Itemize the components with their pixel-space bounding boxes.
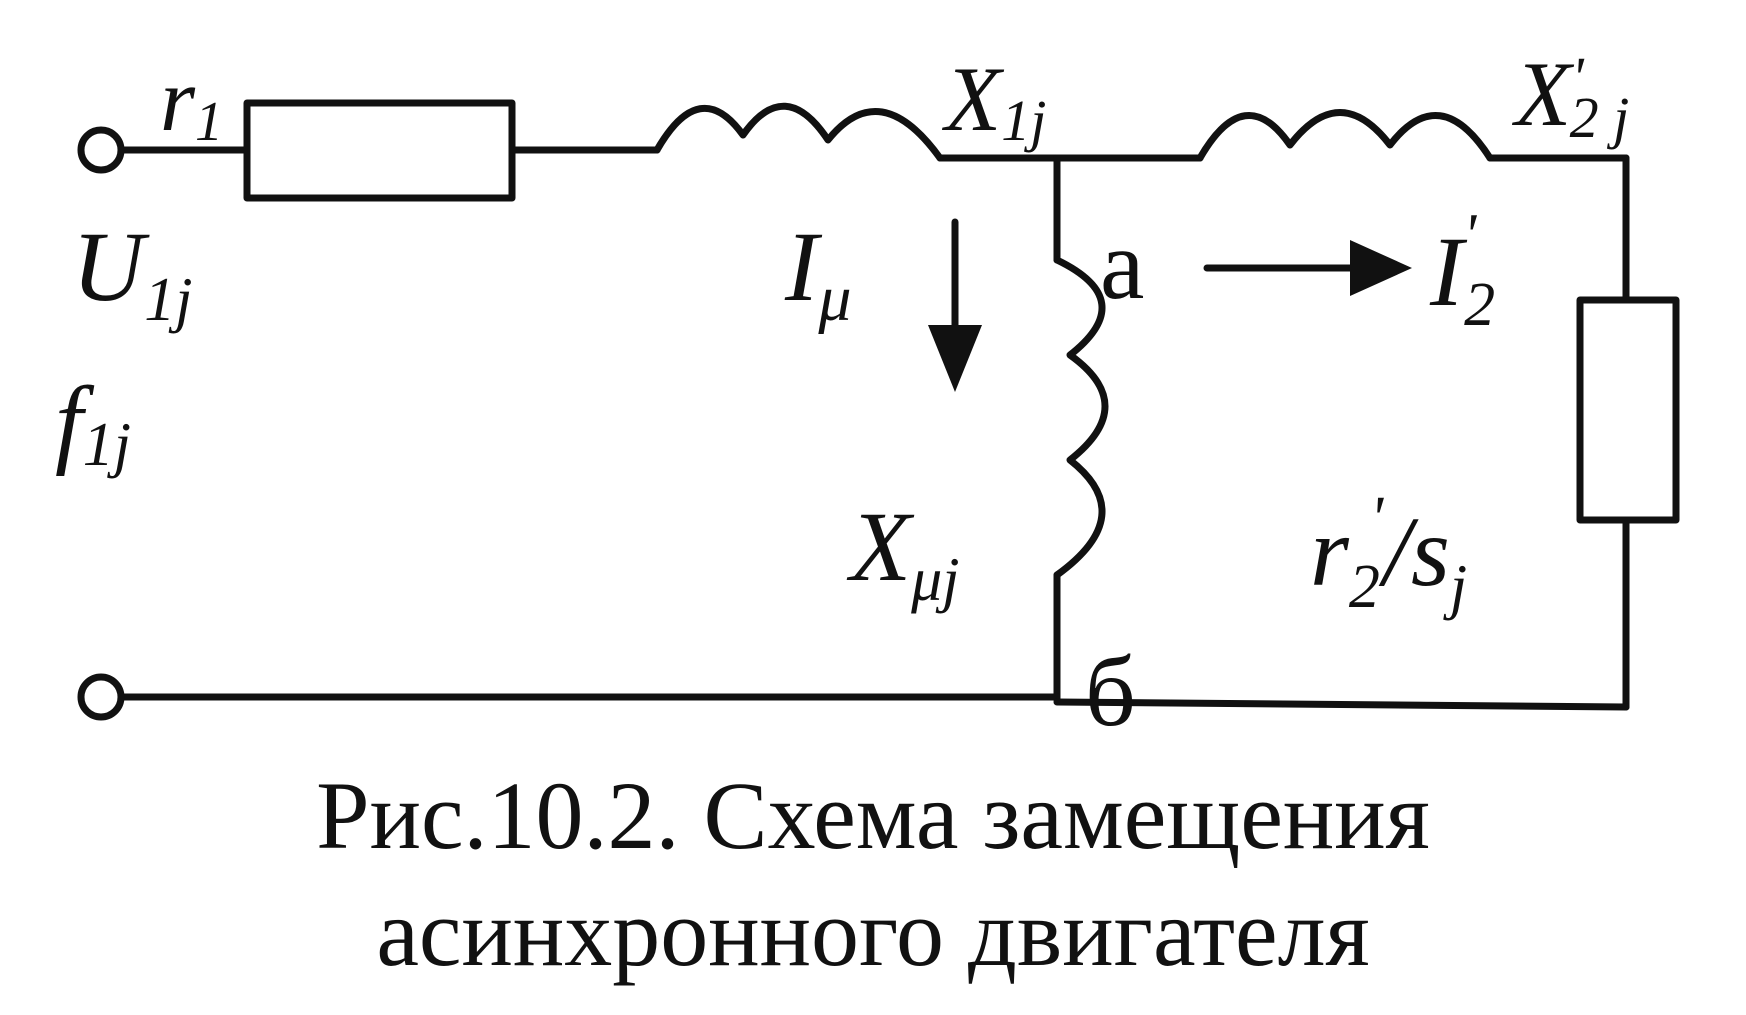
label-u1j: U1j <box>72 211 192 334</box>
label-r1: r1 <box>160 51 223 153</box>
label-x2-sub: 2 j <box>1570 85 1630 150</box>
caption-line-2: асинхронного двигателя <box>376 879 1369 986</box>
label-node-b: б <box>1085 636 1136 747</box>
label-f1j-sub: 1j <box>83 411 131 479</box>
caption-line-1: Рис.10.2. Схема замещения <box>316 762 1430 869</box>
label-x2-prime-mark: ' <box>1571 45 1585 110</box>
inductor-x-mu <box>1053 256 1109 579</box>
label-x1j-sub: 1j <box>1001 88 1046 153</box>
arrow-i2-prime <box>1203 240 1412 296</box>
input-terminal-top <box>77 126 125 174</box>
label-r2-sub: 2 <box>1349 553 1380 621</box>
label-r2-prime: ' <box>1370 485 1385 553</box>
resistor-r1 <box>243 99 516 202</box>
inductor-x1 <box>653 102 944 162</box>
label-r2-over-sj: r2'/sj <box>1310 485 1467 621</box>
arrow-i-mu-head <box>928 325 982 392</box>
label-f1j: f1j <box>55 366 131 479</box>
circuit-wires <box>117 146 1630 711</box>
label-i2-sub: 2 <box>1464 271 1495 339</box>
inductor-x2-prime <box>1196 109 1494 162</box>
arrow-i2-head <box>1350 240 1412 296</box>
arrow-i-mu <box>928 218 982 392</box>
label-x-mu-j-sub: μj <box>910 546 959 614</box>
label-u1j-sub: 1j <box>144 266 192 334</box>
label-x2-prime: X'2 j <box>1511 43 1629 150</box>
label-r2-slash-s: /s <box>1378 496 1450 607</box>
label-i-mu-sub: μ <box>817 262 851 335</box>
label-x1j: X1j <box>941 48 1046 153</box>
label-i-mu: Iμ <box>784 211 851 335</box>
label-x-mu-j: Xμj <box>846 491 959 614</box>
label-i2-prime: I'2 <box>1429 202 1495 339</box>
wire-bottom-right <box>1053 698 1630 711</box>
input-terminal-bottom <box>77 673 125 721</box>
label-node-a: а <box>1100 209 1144 320</box>
label-i2-prime-mark: ' <box>1463 202 1477 268</box>
resistor-r2-over-s <box>1576 296 1680 524</box>
label-r1-sub: 1 <box>195 91 223 153</box>
